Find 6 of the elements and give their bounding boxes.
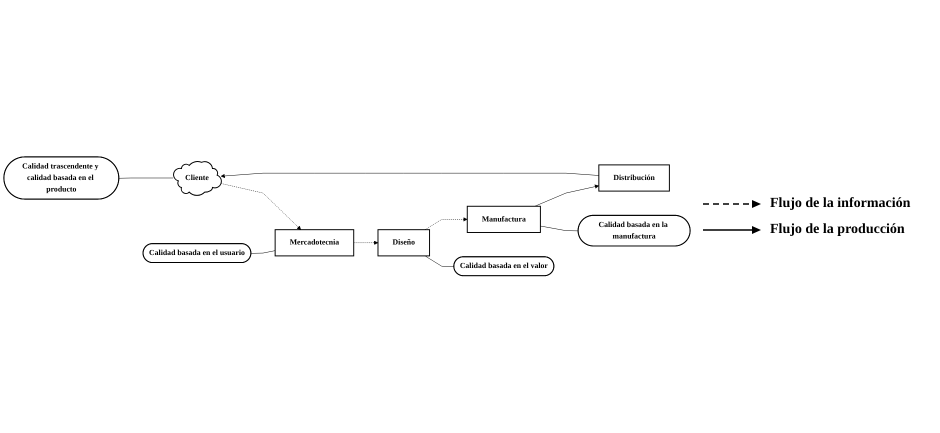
- connector: [424, 256, 454, 267]
- connector: [250, 250, 276, 254]
- legend-label: Flujo de la información: [770, 196, 910, 212]
- connector: [540, 226, 579, 232]
- legend-label: Flujo de la producción: [770, 222, 905, 238]
- connector: [118, 178, 174, 179]
